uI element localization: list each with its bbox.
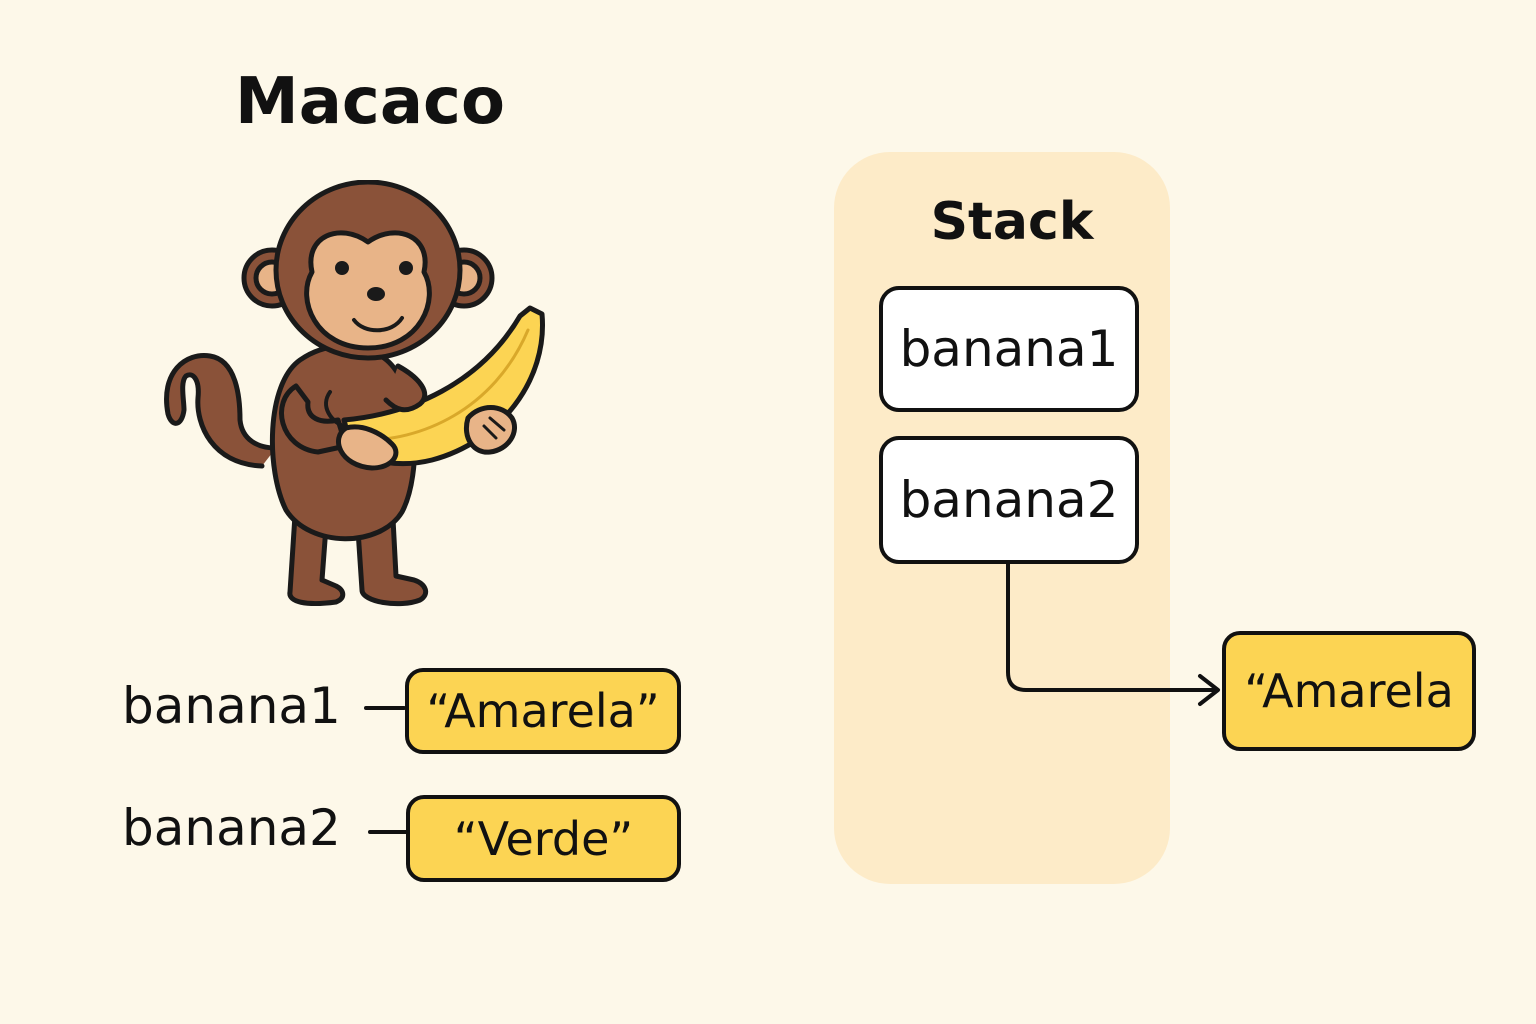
- variable-connector-banana2: [368, 830, 408, 834]
- heap-value-amarela: “Amarela: [1222, 631, 1476, 751]
- page-title: Macaco: [235, 65, 505, 139]
- stack-item-label: banana2: [899, 471, 1119, 529]
- variable-label-banana2: banana2: [122, 799, 341, 857]
- value-box-verde: “Verde”: [406, 795, 681, 882]
- variable-label-banana1: banana1: [122, 677, 341, 735]
- value-text-verde: “Verde”: [453, 811, 634, 866]
- stack-item-banana1: banana1: [879, 286, 1139, 412]
- heap-value-text: “Amarela: [1244, 664, 1454, 718]
- stack-title: Stack: [930, 192, 1094, 252]
- variable-connector-banana1: [364, 706, 406, 710]
- stack-item-label: banana1: [899, 320, 1119, 378]
- value-text-amarela: “Amarela”: [426, 684, 660, 738]
- stack-item-banana2: banana2: [879, 436, 1139, 564]
- value-box-amarela: “Amarela”: [405, 668, 681, 754]
- monkey-icon: [164, 180, 545, 607]
